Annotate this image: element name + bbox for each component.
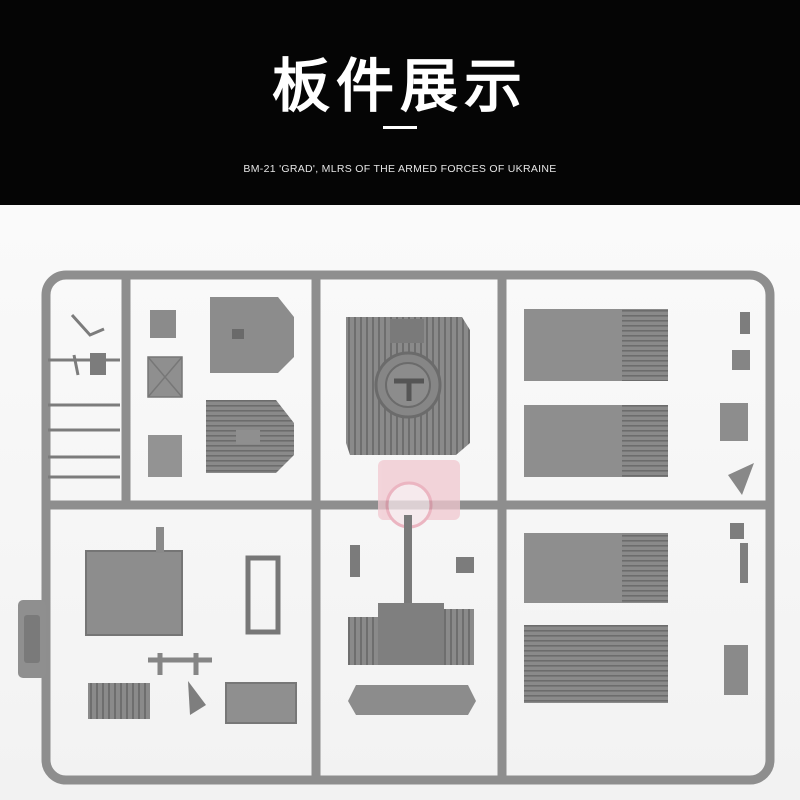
small-parts-left <box>48 313 120 479</box>
parts-cell-c <box>524 309 754 495</box>
parts-cell-a <box>147 297 294 477</box>
sprue-frame <box>41 270 775 785</box>
sprue-tab <box>18 600 46 678</box>
parts-cell-d <box>85 527 297 724</box>
title-underline <box>383 126 417 129</box>
page-title: 板件展示 <box>271 52 528 120</box>
header-banner: 板件展示 BM-21 'GRAD', MLRS OF THE ARMED FOR… <box>0 0 800 205</box>
watermark-logo <box>378 460 460 529</box>
parts-cell-f <box>524 523 748 703</box>
page-subtitle: BM-21 'GRAD', MLRS OF THE ARMED FORCES O… <box>243 163 557 175</box>
sprue-photo <box>0 205 800 800</box>
sprue-illustration <box>18 270 775 785</box>
parts-cell-b <box>346 317 470 455</box>
parts-cell-e <box>348 515 476 715</box>
